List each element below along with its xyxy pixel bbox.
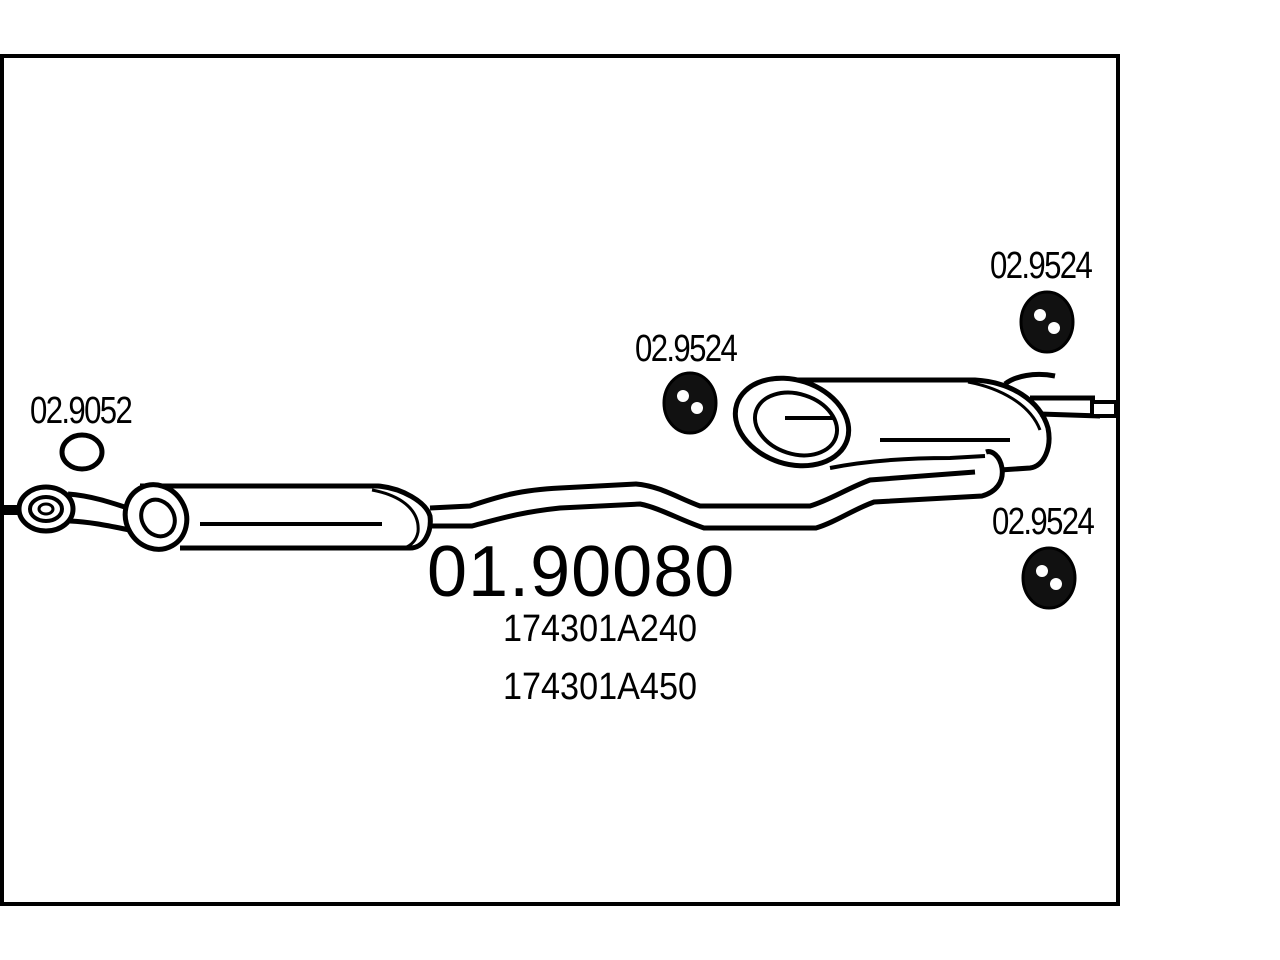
oem-number-1: 174301A240 [503, 608, 698, 650]
rear-muffler [732, 375, 1052, 473]
main-part-number: 01.90080 [427, 532, 736, 612]
center-muffler [122, 482, 433, 552]
hanger-ring-left [59, 432, 105, 472]
diagram-frame [0, 54, 1120, 906]
tail-pipe [1003, 371, 1118, 419]
oem-number-2: 174301A450 [503, 666, 698, 708]
hanger-rubber-top-right [1019, 290, 1075, 354]
part-label-hanger-mid: 02.9524 [635, 328, 738, 370]
inlet-flange [0, 484, 76, 534]
hanger-rubber-bottom-right [1021, 546, 1077, 610]
hanger-rubber-mid [662, 371, 718, 435]
part-label-hanger-left: 02.9052 [30, 390, 133, 432]
part-label-hanger-top-right: 02.9524 [990, 245, 1093, 287]
intermediate-pipe [429, 449, 1005, 531]
part-label-hanger-bottom-right: 02.9524 [992, 501, 1095, 543]
